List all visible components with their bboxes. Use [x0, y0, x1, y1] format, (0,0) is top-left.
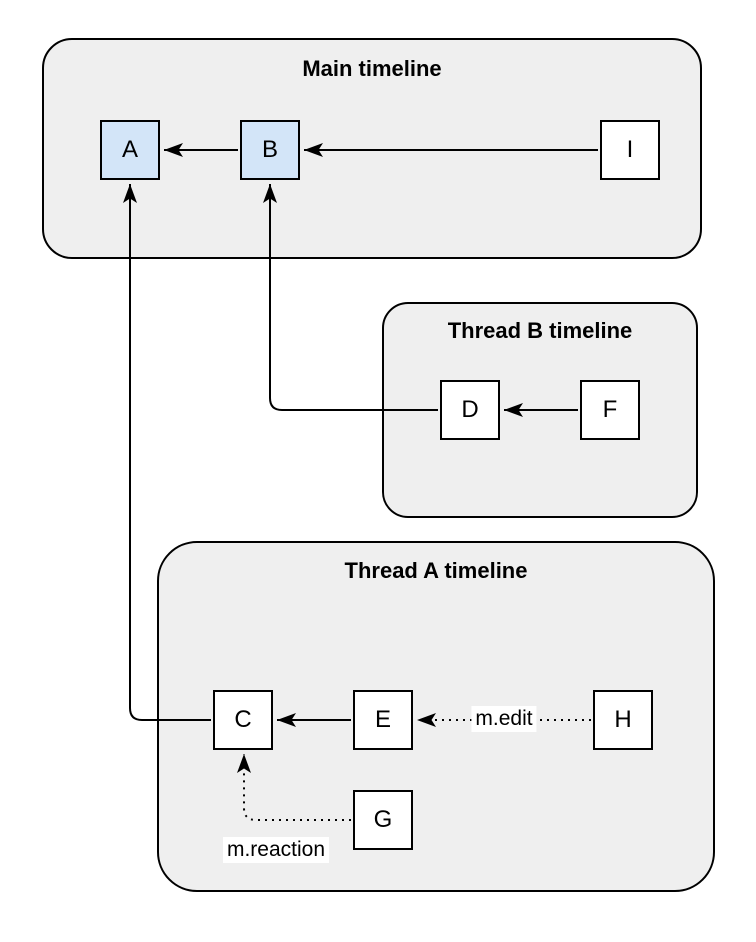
edge-label-m-reaction: m.reaction — [222, 837, 330, 863]
node-event-h-label: H — [614, 706, 632, 733]
node-event-a-label: A — [121, 136, 138, 163]
node-event-d: D — [440, 380, 500, 440]
node-event-d-label: D — [461, 396, 479, 423]
node-event-c: C — [213, 690, 273, 750]
thread-b-timeline-title: Thread B timeline — [447, 318, 633, 343]
node-event-e: E — [353, 690, 413, 750]
node-event-i-label: I — [626, 136, 634, 163]
edge-label-m-edit: m.edit — [471, 706, 537, 732]
node-event-b: B — [240, 120, 300, 180]
node-event-i: I — [600, 120, 660, 180]
node-event-g: G — [353, 790, 413, 850]
main-timeline-title: Main timeline — [302, 56, 442, 81]
node-event-f: F — [580, 380, 640, 440]
node-event-a: A — [100, 120, 160, 180]
node-event-b-label: B — [261, 136, 278, 163]
node-event-g-label: G — [373, 806, 393, 833]
node-event-h: H — [593, 690, 653, 750]
node-event-f-label: F — [602, 396, 618, 423]
node-event-e-label: E — [374, 706, 391, 733]
thread-a-timeline-title: Thread A timeline — [344, 558, 528, 583]
container-thread-b-timeline: Thread B timeline — [382, 302, 698, 518]
node-event-c-label: C — [234, 706, 252, 733]
